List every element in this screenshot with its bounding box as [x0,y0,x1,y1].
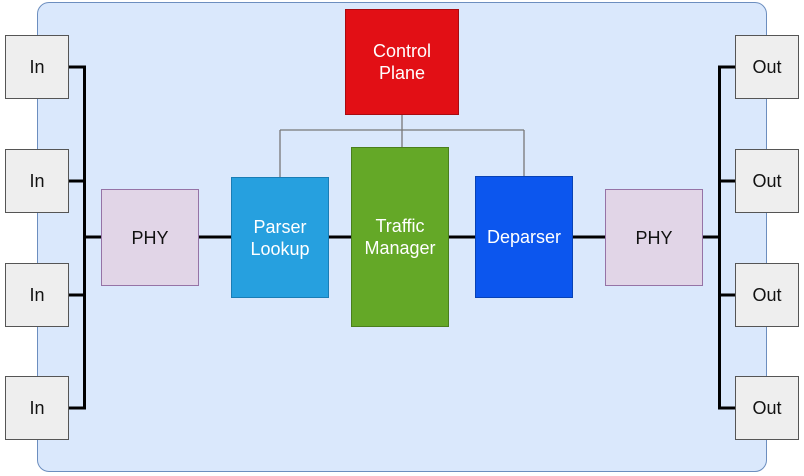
output-port-2: Out [735,149,799,213]
input-port-1: In [5,35,69,99]
input-port-2: In [5,149,69,213]
output-port-4: Out [735,376,799,440]
phy-right: PHY [605,189,703,286]
deparser-block: Deparser [475,176,573,298]
output-port-3: Out [735,263,799,327]
input-port-4: In [5,376,69,440]
phy-left: PHY [101,189,199,286]
traffic-manager-block: Traffic Manager [351,147,449,327]
parser-lookup-block: Parser Lookup [231,177,329,298]
control-plane-block: Control Plane [345,9,459,115]
output-port-1: Out [735,35,799,99]
input-port-3: In [5,263,69,327]
